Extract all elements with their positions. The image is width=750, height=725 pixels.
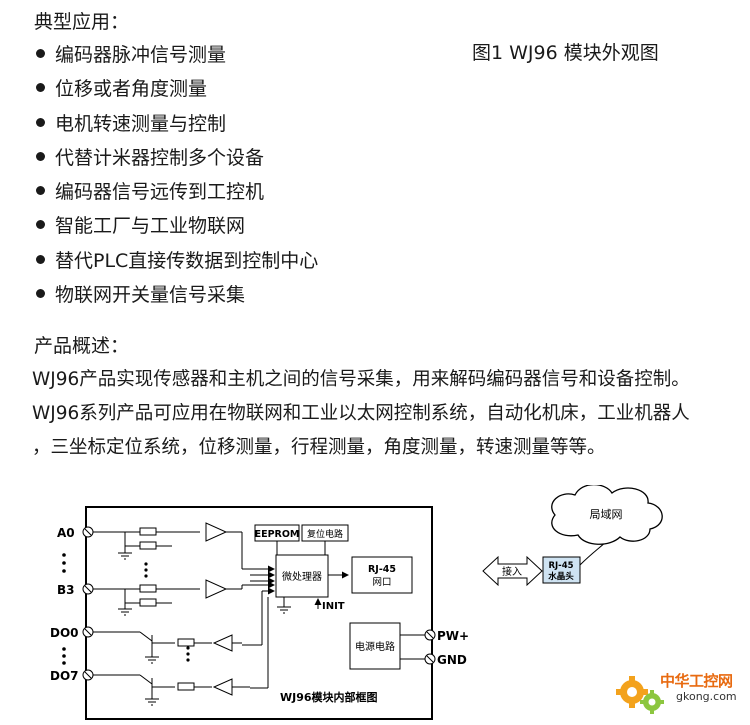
- list-item-text: 智能工厂与工业物联网: [55, 215, 246, 237]
- overview-heading: 产品概述：: [34, 335, 130, 357]
- pin-label-do0: DO0: [50, 626, 79, 640]
- ellipsis-dots: [62, 553, 190, 665]
- terminal-pw: [424, 629, 436, 641]
- overview-line: ，三坐标定位系统，位移测量，行程测量，角度测量，转速测量等等。: [32, 437, 606, 458]
- lan-cloud-icon: [551, 485, 663, 545]
- watermark-logo: [616, 676, 664, 714]
- list-item: 智能工厂与工业物联网: [36, 214, 245, 238]
- gear-icon: [640, 690, 664, 714]
- list-item: 编码器脉冲信号测量: [36, 43, 226, 67]
- power-circuit-label: 电源电路: [355, 640, 395, 653]
- lan-label: 局域网: [590, 508, 623, 521]
- terminal-gnd: [424, 653, 436, 665]
- block-diagram: A0 B3 DO0 DO7: [50, 485, 663, 720]
- output-channel-do7: [93, 674, 250, 706]
- list-item-text: 替代PLC直接传数据到控制中心: [55, 250, 319, 272]
- bullet-icon: [36, 220, 45, 229]
- terminal-do0: [82, 626, 94, 638]
- list-item-text: 编码器脉冲信号测量: [55, 44, 227, 66]
- list-item: 位移或者角度测量: [36, 77, 207, 101]
- bullet-icon: [36, 255, 45, 264]
- overview-line: WJ96产品实现传感器和主机之间的信号采集，用来解码编码器信号和设备控制。: [32, 369, 690, 390]
- pw-plus-label: PW+: [437, 629, 469, 643]
- bullet-icon: [36, 289, 45, 298]
- rj45-port-block: [351, 556, 413, 594]
- bullet-icon: [36, 83, 45, 92]
- power-circuit-block: [349, 622, 401, 670]
- module-frame: [85, 506, 433, 720]
- list-item-text: 电机转速测量与控制: [55, 113, 227, 135]
- watermark-title: 中华工控网: [660, 672, 733, 690]
- bullet-icon: [36, 186, 45, 195]
- rj45-connector-label-top: RJ-45: [548, 561, 573, 571]
- list-item: 编码器信号远传到工控机: [36, 180, 264, 204]
- mcu-block: [275, 554, 329, 598]
- access-double-arrow: [482, 555, 543, 587]
- list-item: 电机转速测量与控制: [36, 112, 226, 136]
- reset-circuit-label: 复位电路: [307, 528, 343, 540]
- rj45-connector: [542, 556, 581, 584]
- pin-label-do7: DO7: [50, 669, 79, 683]
- list-item-text: 编码器信号远传到工控机: [55, 181, 265, 203]
- terminal-do7: [82, 669, 94, 681]
- rj45-connector-label-bottom: 水晶头: [547, 571, 574, 582]
- applications-heading: 典型应用：: [34, 11, 130, 33]
- rj45-port-label-top: RJ-45: [368, 564, 396, 575]
- rj45-port-label-bottom: 网口: [372, 577, 391, 588]
- bullet-icon: [36, 118, 45, 127]
- watermark-url: gkong.com: [676, 690, 737, 703]
- mcu-bus-lines: [242, 565, 275, 689]
- mcu-ground: [277, 606, 291, 614]
- pin-label-b3: B3: [57, 583, 75, 597]
- overview-line: WJ96系列产品可应用在物联网和工业以太网控制系统，自动化机床，工业机器人: [32, 403, 690, 424]
- input-channel-b3: [93, 579, 243, 616]
- input-channel-a0: [93, 522, 243, 569]
- module-caption: WJ96模块内部框图: [280, 690, 378, 704]
- gnd-label: GND: [437, 653, 467, 667]
- list-item-text: 物联网开关量信号采集: [55, 284, 246, 306]
- list-item-text: 位移或者角度测量: [55, 78, 208, 100]
- bullet-icon: [36, 152, 45, 161]
- output-channel-do0: [93, 631, 242, 664]
- list-item: 物联网开关量信号采集: [36, 283, 245, 307]
- mcu-label: 微处理器: [282, 570, 322, 583]
- pin-label-a0: A0: [57, 526, 75, 540]
- eeprom-label: EEPROM: [255, 529, 300, 540]
- list-item-text: 代替计米器控制多个设备: [55, 147, 265, 169]
- terminal-b3: [82, 583, 94, 595]
- access-label: 接入: [502, 565, 522, 578]
- gear-icon: [616, 676, 648, 708]
- init-label: INIT: [322, 601, 345, 612]
- bullet-icon: [36, 49, 45, 58]
- list-item: 代替计米器控制多个设备: [36, 146, 264, 170]
- terminal-a0: [82, 526, 94, 538]
- figure-caption: 图1 WJ96 模块外观图: [472, 42, 659, 64]
- list-item: 替代PLC直接传数据到控制中心: [36, 249, 318, 273]
